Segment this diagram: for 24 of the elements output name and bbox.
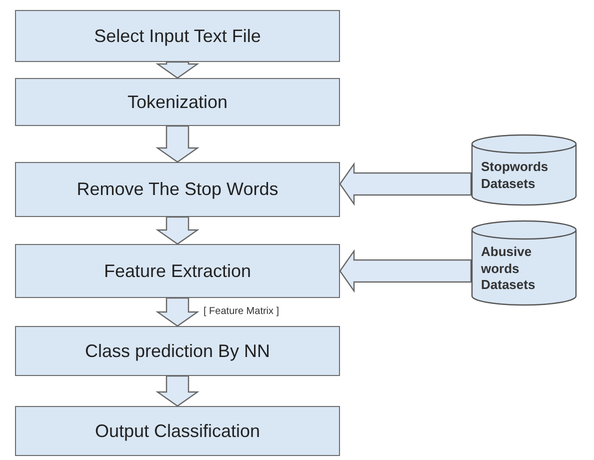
process-box — [15, 78, 340, 126]
process-label: Output Classification — [94, 420, 260, 442]
edge-label: [ Feature Matrix ] — [204, 306, 280, 317]
block-arrow — [156, 61, 200, 79]
process-box — [15, 10, 340, 62]
process-label: Class prediction By NN — [84, 340, 270, 362]
node-label: Stopwords Datasets — [481, 159, 550, 193]
process-box — [15, 406, 340, 456]
block-arrow — [156, 375, 200, 407]
process-label: Feature Extraction — [104, 260, 252, 282]
process-box — [15, 244, 340, 298]
block-arrow — [156, 297, 200, 327]
database-cylinder — [471, 134, 577, 206]
process-label: Remove The Stop Words — [76, 179, 278, 200]
block-arrow — [339, 249, 472, 293]
node-label: Abusive words Datasets — [481, 244, 536, 294]
process-box — [15, 326, 340, 376]
process-label: Tokenization — [127, 92, 228, 112]
block-arrow — [156, 216, 200, 245]
block-arrow — [156, 125, 200, 163]
process-label: Select Input Text File — [94, 26, 261, 46]
process-box — [15, 162, 340, 217]
block-arrow — [339, 162, 472, 206]
database-cylinder — [471, 220, 577, 306]
